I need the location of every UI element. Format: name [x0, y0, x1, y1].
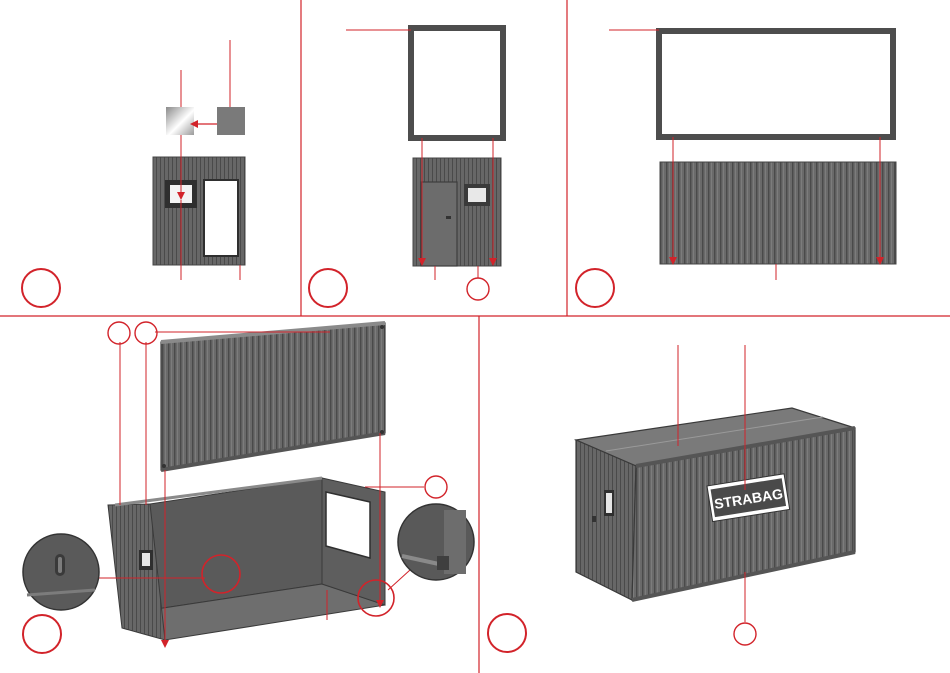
detail-badge-step-5 [734, 623, 756, 645]
side-wall-upper-part [161, 323, 385, 470]
step-5-panel: STRABAG [488, 345, 855, 652]
window-glass-part [166, 107, 194, 135]
step-2-panel [309, 28, 503, 307]
callout-badge-c [425, 476, 447, 498]
end-wall-window [326, 492, 370, 558]
magnified-detail-right [398, 504, 474, 580]
callout-badge-b [135, 322, 157, 344]
magnified-detail-left [23, 534, 99, 610]
step-3-badge [576, 269, 614, 307]
door-part [421, 182, 457, 266]
step-1-badge [22, 269, 60, 307]
square-frame-part [411, 28, 503, 138]
step-4-badge [23, 615, 61, 653]
long-side-wall-part [660, 162, 896, 264]
callout-badge-a [108, 322, 130, 344]
container-end-wall [576, 440, 636, 600]
step-5-badge [488, 614, 526, 652]
step-2-badge [309, 269, 347, 307]
step-4-panel [23, 322, 474, 653]
door-window-opening [204, 180, 238, 256]
step-1-panel [22, 40, 245, 307]
detail-badge-step-2 [467, 278, 489, 300]
long-frame-part [659, 31, 893, 137]
window-frame-part [217, 107, 245, 135]
step-3-panel [576, 30, 896, 307]
